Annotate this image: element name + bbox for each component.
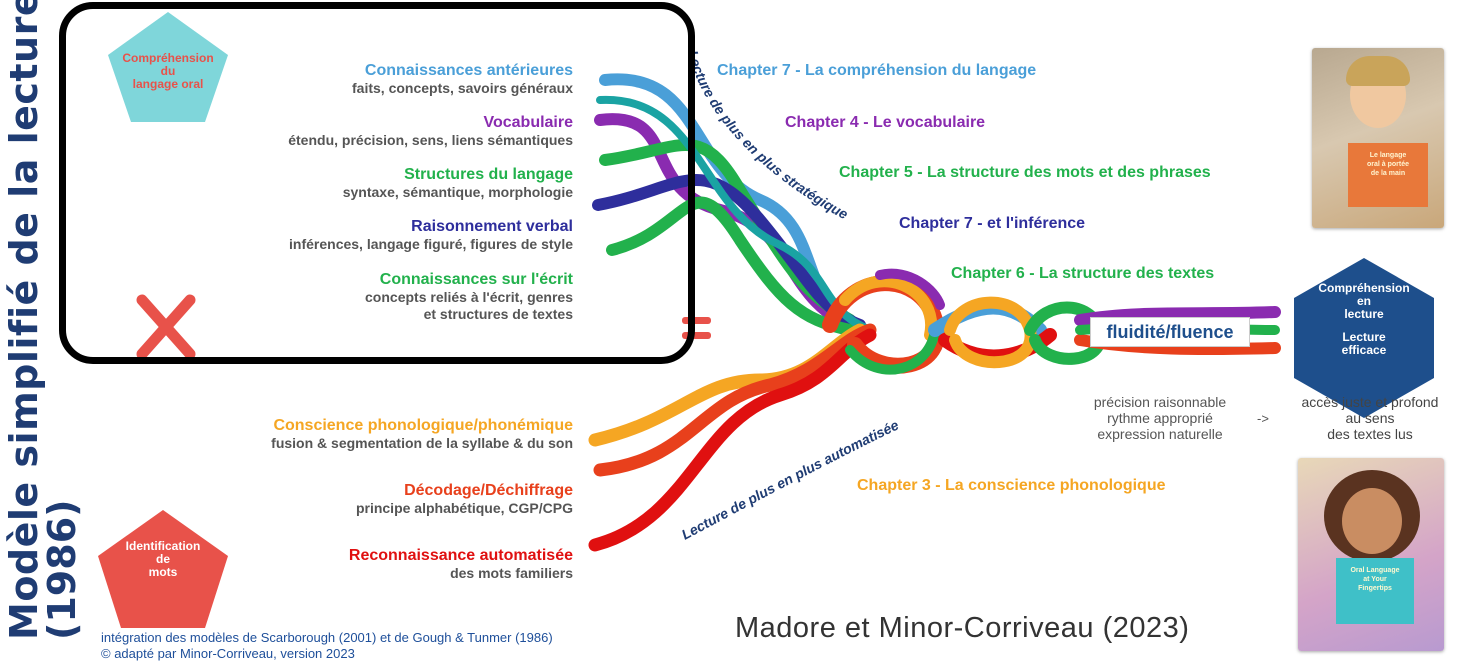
pentagon-bottom-label: Identification de mots [125, 539, 201, 579]
hexagon-shape [1294, 258, 1434, 418]
pentagon-bottom-shape [98, 510, 228, 628]
strand-label-reconnaissance: Reconnaissance automatisée des mots fami… [348, 547, 573, 581]
chapter-5-structure: Chapter 5 - La structure des mots et des… [839, 164, 1211, 181]
strand-label-decodage: Décodage/Déchiffrage principe alphabétiq… [355, 482, 573, 516]
chapter-3-conscience: Chapter 3 - La conscience phonologique [857, 477, 1166, 494]
book-cover-english: Oral Language at Your Fingertips [1298, 458, 1444, 651]
boy-hair [1346, 56, 1410, 86]
pentagon-top-shape [108, 12, 228, 122]
book-puzzle-fr: Le langage oral à portée de la main [1348, 143, 1428, 207]
strand-label-vocabulaire: Vocabulaire étendu, précision, sens, lie… [288, 114, 573, 148]
strand-redorange [593, 323, 877, 477]
arrow-text: -> [1257, 411, 1269, 426]
braid-loop1b [839, 275, 938, 341]
strand-red [588, 328, 877, 552]
comprehension-frame [59, 2, 695, 364]
footer-line2: © adapté par Minor-Corriveau, version 20… [101, 646, 355, 661]
strand-green2 [606, 196, 856, 336]
braid-loop1d [875, 268, 945, 310]
strand-label-conscience: Conscience phonologique/phonémique fusio… [271, 417, 573, 451]
girl-face [1342, 488, 1402, 554]
braid-tail [1074, 306, 1281, 326]
x-icon [136, 294, 196, 360]
footer-line1: intégration des modèles de Scarborough (… [101, 630, 553, 645]
pentagon-top-label: Compréhension du langage oral [122, 51, 214, 91]
fluency-box: fluidité/fluence [1090, 317, 1250, 347]
chapter-4-vocabulaire: Chapter 4 - Le vocabulaire [785, 114, 986, 131]
strand-navy [592, 174, 866, 331]
strand-teal [596, 95, 874, 334]
fluency-notes: précision raisonnable rythme approprié e… [1093, 394, 1227, 442]
strand-label-structures: Structures du langage syntaxe, sémantiqu… [342, 166, 573, 200]
braid-loop1c [845, 325, 940, 375]
strand-label-connaissances: Connaissances antérieures faits, concept… [352, 62, 573, 96]
chapter-6-textes: Chapter 6 - La structure des textes [951, 265, 1215, 282]
hexagon-label: Compréhension en lecture Lecture efficac… [1318, 281, 1410, 357]
strand-label-raisonnement: Raisonnement verbal inférences, langage … [289, 218, 573, 252]
book-puzzle-en: Oral Language at Your Fingertips [1336, 558, 1414, 624]
chapter-7-langage: Chapter 7 - La compréhension du langage [717, 62, 1037, 79]
chapter-7-inference: Chapter 7 - et l'inférence [899, 215, 1086, 232]
credit-text: Madore et Minor-Corriveau (2023) [735, 612, 1190, 644]
book-cover-french: Le langage oral à portée de la main [1312, 48, 1444, 228]
outcome-text: accès juste et profond au sens des texte… [1301, 394, 1439, 442]
strand-label-ecrit: Connaissances sur l'écrit concepts relié… [365, 271, 573, 322]
